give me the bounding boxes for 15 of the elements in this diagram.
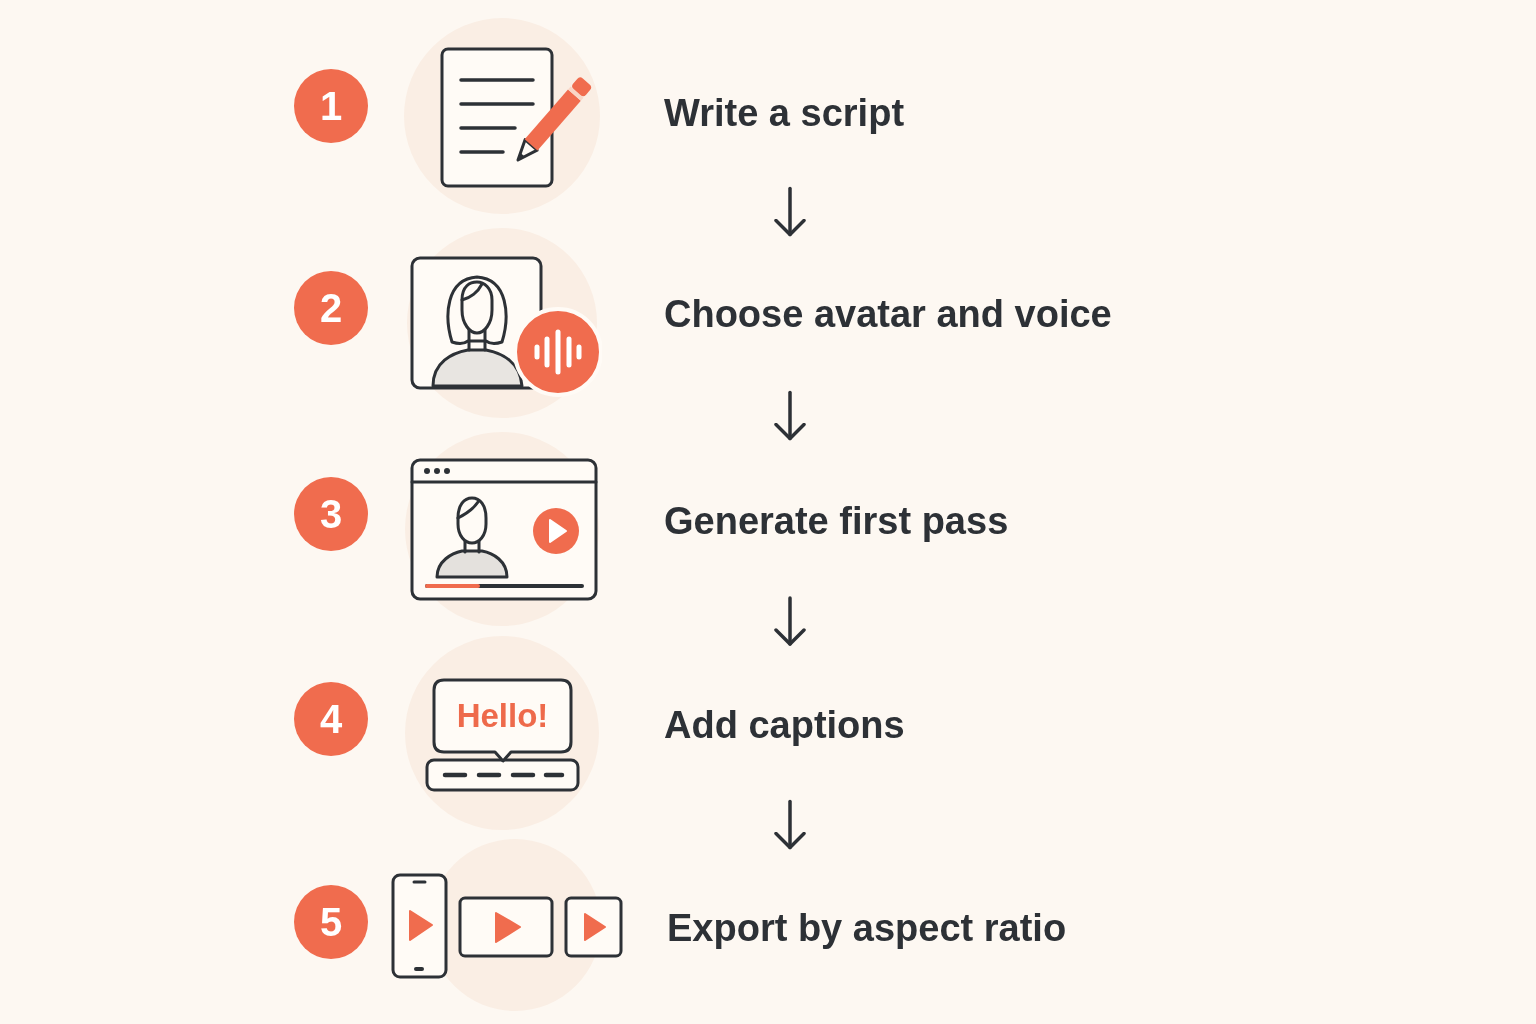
step-number: 3: [294, 477, 368, 551]
arrow: [774, 596, 806, 646]
step-label: Export by aspect ratio: [667, 906, 1067, 950]
step-label: Choose avatar and voice: [664, 292, 1112, 336]
step-label: Write a script: [664, 91, 905, 135]
step-label: Add captions: [664, 703, 905, 747]
step-number: 5: [294, 885, 368, 959]
step-number: 4: [294, 682, 368, 756]
arrow: [774, 186, 806, 237]
step-number: 1: [294, 69, 368, 143]
step-number: 2: [294, 271, 368, 345]
step-label: Generate first pass: [664, 499, 1009, 543]
caption-text: Hello!: [455, 696, 550, 736]
arrow: [774, 799, 806, 850]
arrow: [774, 390, 806, 441]
